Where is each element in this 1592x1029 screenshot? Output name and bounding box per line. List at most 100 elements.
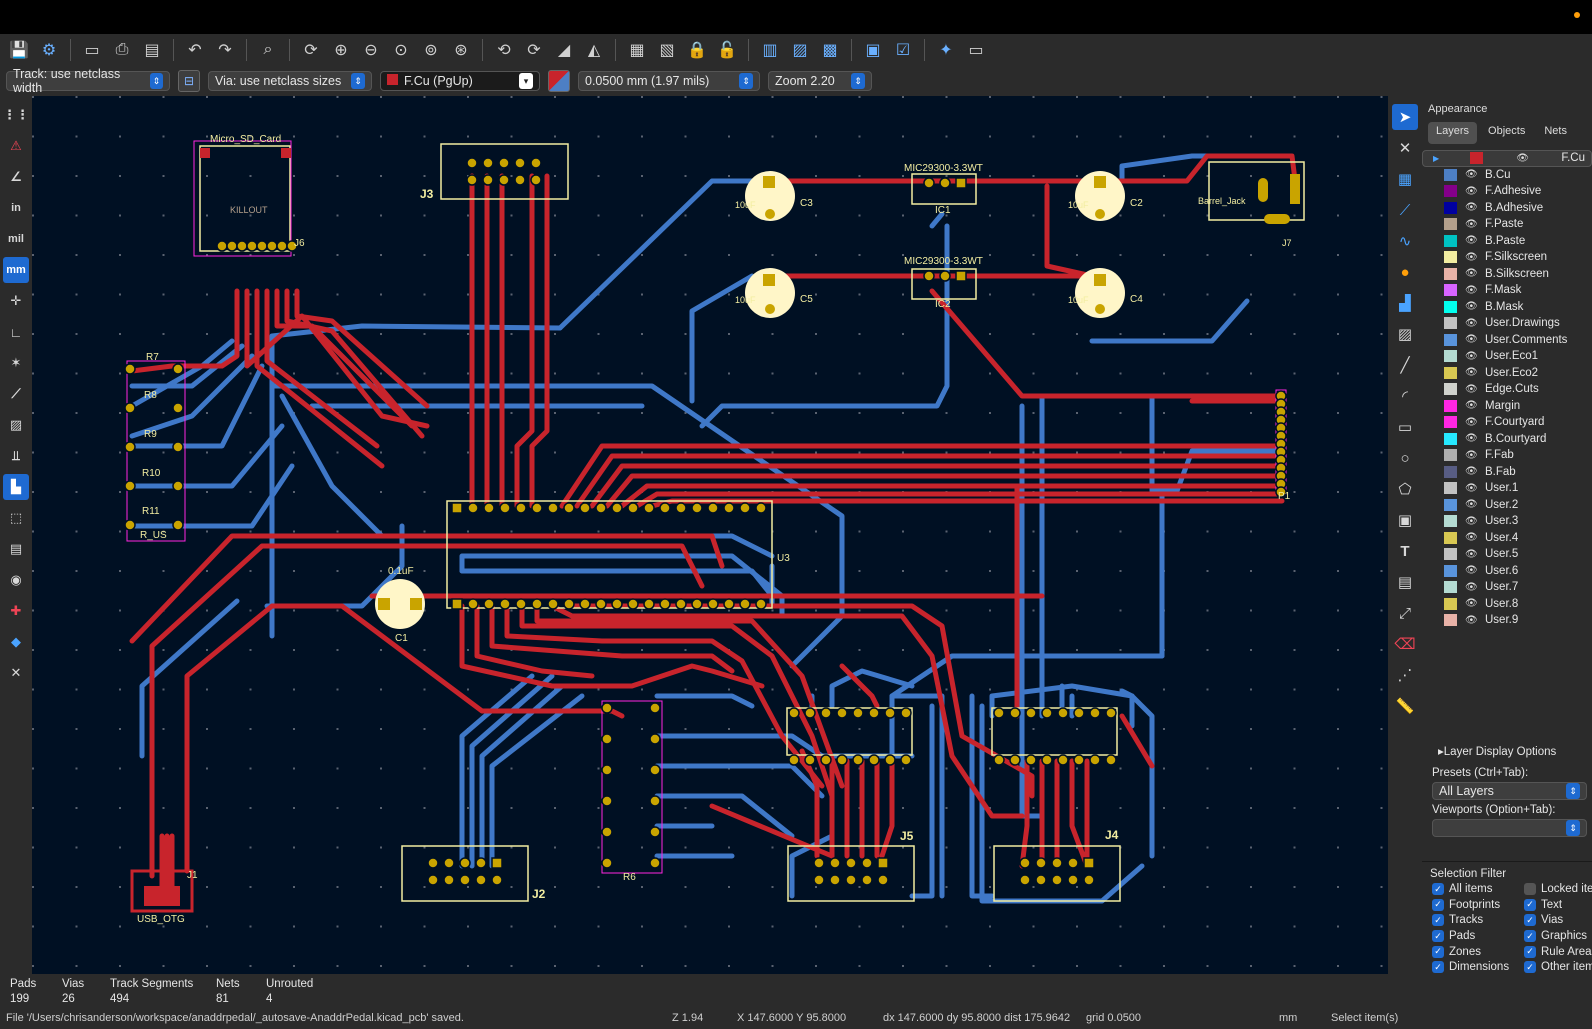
selection-filter-item[interactable]: ✓All items bbox=[1432, 882, 1524, 897]
layer-color-swatch[interactable] bbox=[1444, 350, 1457, 363]
selection-filter-item[interactable]: ✓Dimensions bbox=[1432, 960, 1524, 975]
eye-icon[interactable]: 👁 bbox=[1465, 185, 1478, 197]
layer-row[interactable]: 👁B.Cu bbox=[1422, 167, 1592, 184]
layer-color-swatch[interactable] bbox=[1444, 564, 1457, 577]
footprint-editor-icon[interactable]: ▨ bbox=[792, 42, 808, 59]
layer-row[interactable]: 👁B.Adhesive bbox=[1422, 200, 1592, 217]
layer-row[interactable]: 👁User.1 bbox=[1422, 480, 1592, 497]
eye-icon[interactable]: 👁 bbox=[1465, 565, 1478, 577]
selection-filter-item[interactable]: ✓Rule Areas bbox=[1524, 944, 1592, 959]
layer-color-swatch[interactable] bbox=[1444, 218, 1457, 231]
checkbox[interactable]: ✓ bbox=[1432, 883, 1444, 896]
layer-color-swatch[interactable] bbox=[1444, 168, 1457, 181]
properties-icon[interactable]: ✕ bbox=[10, 665, 22, 680]
delete-tool-icon[interactable]: ⌫ bbox=[1394, 636, 1416, 653]
select-tool-icon[interactable]: ➤ bbox=[1392, 104, 1418, 130]
checkbox[interactable]: ✓ bbox=[1524, 930, 1536, 943]
layer-display-options-toggle[interactable]: ▸Layer Display Options bbox=[1438, 746, 1557, 758]
draw-arc-icon[interactable]: ◜ bbox=[1402, 388, 1408, 405]
selection-filter-item[interactable]: ✓Other items bbox=[1524, 960, 1592, 975]
layer-color-swatch[interactable] bbox=[1444, 432, 1457, 445]
eye-icon[interactable]: 👁 bbox=[1516, 152, 1529, 164]
layer-row[interactable]: 👁User.Eco2 bbox=[1422, 365, 1592, 382]
layer-color-swatch[interactable] bbox=[1444, 399, 1457, 412]
ratsnest-icon[interactable]: ✶ bbox=[10, 355, 22, 370]
angle-snap-icon[interactable]: ∟ bbox=[9, 324, 23, 340]
zoom-fit-icon[interactable]: ⊙ bbox=[394, 42, 408, 59]
layer-color-swatch[interactable] bbox=[1444, 317, 1457, 330]
eye-icon[interactable]: 👁 bbox=[1465, 383, 1478, 395]
curved-ratsnest-icon[interactable]: ⟋ bbox=[11, 386, 21, 401]
ungroup-icon[interactable]: ▧ bbox=[659, 42, 675, 59]
drc-marker-icon[interactable]: ⚠ bbox=[10, 138, 22, 153]
layer-color-swatch[interactable] bbox=[1444, 251, 1457, 264]
draw-line-icon[interactable]: ╱ bbox=[1400, 357, 1410, 374]
net-highlight-icon[interactable]: ✚ bbox=[10, 603, 22, 618]
print-icon[interactable]: ⎙ bbox=[115, 41, 129, 58]
eye-icon[interactable]: 👁 bbox=[1465, 449, 1478, 461]
selection-filter-item[interactable]: ✓Vias bbox=[1524, 913, 1592, 928]
layer-row[interactable]: 👁User.5 bbox=[1422, 546, 1592, 563]
zoom-selection-icon[interactable]: ⊛ bbox=[454, 42, 468, 59]
checkbox[interactable]: ✓ bbox=[1432, 945, 1444, 958]
route-track-icon[interactable]: ⟋ bbox=[1399, 201, 1411, 219]
pcb-board-drawing[interactable]: Micro_SD_Card KILLOUT J6 J3 MIC29300-3.3… bbox=[32, 96, 1388, 974]
eye-icon[interactable]: 👁 bbox=[1465, 433, 1478, 445]
add-dimension-icon[interactable]: ⤢ bbox=[1398, 604, 1411, 622]
redo-icon[interactable]: ↷ bbox=[218, 42, 232, 59]
eye-icon[interactable]: 👁 bbox=[1465, 218, 1478, 230]
tab-layers[interactable]: Layers bbox=[1428, 122, 1478, 144]
zoom-select[interactable]: Zoom 2.20⇕ bbox=[768, 71, 872, 91]
units-mil-icon[interactable]: mil bbox=[8, 233, 24, 245]
via-display-icon[interactable]: ⬚ bbox=[9, 510, 23, 525]
refresh-icon[interactable]: ⟳ bbox=[304, 42, 318, 59]
console-icon[interactable]: ▭ bbox=[968, 42, 984, 59]
footprint-browser-icon[interactable]: ▩ bbox=[822, 42, 838, 59]
viewports-select[interactable]: ⇕ bbox=[1432, 819, 1587, 837]
layer-row[interactable]: 👁B.Silkscreen bbox=[1422, 266, 1592, 283]
add-via-icon[interactable]: ● bbox=[1400, 263, 1410, 281]
layer-row[interactable]: 👁User.2 bbox=[1422, 497, 1592, 514]
add-textbox-icon[interactable]: ▤ bbox=[1397, 574, 1413, 591]
tune-length-icon[interactable]: ∿ bbox=[1398, 233, 1412, 250]
undo-icon[interactable]: ↶ bbox=[188, 42, 202, 59]
layer-color-swatch[interactable] bbox=[1444, 366, 1457, 379]
draw-rectangle-icon[interactable]: ▭ bbox=[1397, 419, 1413, 436]
layer-color-swatch[interactable] bbox=[1444, 449, 1457, 462]
save-icon[interactable]: 💾 bbox=[9, 42, 29, 59]
layer-color-swatch[interactable] bbox=[1444, 531, 1457, 544]
page-setup-icon[interactable]: ▭ bbox=[84, 42, 100, 59]
auto-track-width-toggle[interactable]: ⊟ bbox=[178, 70, 200, 92]
checkbox[interactable]: ✓ bbox=[1524, 914, 1536, 927]
group-icon[interactable]: ▦ bbox=[629, 42, 645, 59]
rotate-cw-icon[interactable]: ⟳ bbox=[527, 42, 541, 59]
board-setup-icon[interactable]: ⚙ bbox=[41, 42, 57, 59]
layer-row[interactable]: 👁F.Paste bbox=[1422, 216, 1592, 233]
drc-check-icon[interactable]: ☑ bbox=[895, 42, 911, 59]
layer-color-swatch[interactable] bbox=[1444, 548, 1457, 561]
pad-display-icon[interactable]: ⫫ bbox=[12, 448, 20, 463]
eye-icon[interactable]: 👁 bbox=[1465, 532, 1478, 544]
grid-toggle-icon[interactable]: ⋮⋮ bbox=[3, 107, 29, 122]
add-text-icon[interactable]: T bbox=[1400, 542, 1410, 560]
via-size-select[interactable]: Via: use netclass sizes⇕ bbox=[208, 71, 372, 91]
layer-color-swatch[interactable] bbox=[1444, 201, 1457, 214]
presets-select[interactable]: All Layers⇕ bbox=[1432, 782, 1587, 800]
layer-row[interactable]: 👁User.7 bbox=[1422, 579, 1592, 596]
layer-pair-icon[interactable] bbox=[548, 70, 570, 92]
high-contrast-icon[interactable]: ▤ bbox=[9, 541, 23, 556]
eye-icon[interactable]: 👁 bbox=[1465, 202, 1478, 214]
checkbox[interactable]: ✓ bbox=[1524, 945, 1536, 958]
rotate-ccw-icon[interactable]: ⟲ bbox=[497, 42, 511, 59]
pcb-canvas[interactable]: Micro_SD_Card KILLOUT J6 J3 MIC29300-3.3… bbox=[32, 96, 1388, 974]
layer-row[interactable]: 👁B.Fab bbox=[1422, 464, 1592, 481]
track-outline-icon[interactable]: ▙ bbox=[3, 474, 29, 500]
track-width-select[interactable]: Track: use netclass width⇕ bbox=[6, 67, 170, 95]
layer-color-swatch[interactable] bbox=[1444, 465, 1457, 478]
zoom-out-icon[interactable]: ⊖ bbox=[364, 42, 378, 59]
eye-icon[interactable]: 👁 bbox=[1465, 284, 1478, 296]
eye-icon[interactable]: 👁 bbox=[1465, 515, 1478, 527]
eye-icon[interactable]: 👁 bbox=[1465, 581, 1478, 593]
net-inspector-icon[interactable]: ◉ bbox=[10, 572, 22, 587]
drc-icon[interactable]: ▣ bbox=[865, 42, 881, 59]
